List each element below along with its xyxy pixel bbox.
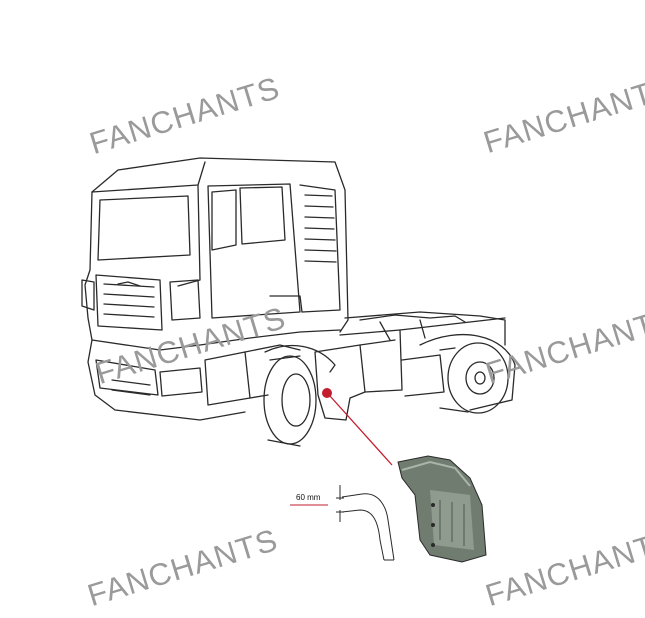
callout-marker [322, 388, 332, 398]
dimension-label: 60 mm [296, 493, 321, 502]
chassis [359, 314, 466, 341]
mudflap-part [397, 455, 487, 563]
truck-cab [81, 157, 349, 421]
callout [322, 388, 393, 466]
dimension-detail [290, 485, 395, 561]
front-wheel [263, 344, 336, 447]
callout-leader-line [329, 395, 393, 466]
rear-wheel [419, 333, 516, 414]
side-fairing [314, 311, 506, 421]
